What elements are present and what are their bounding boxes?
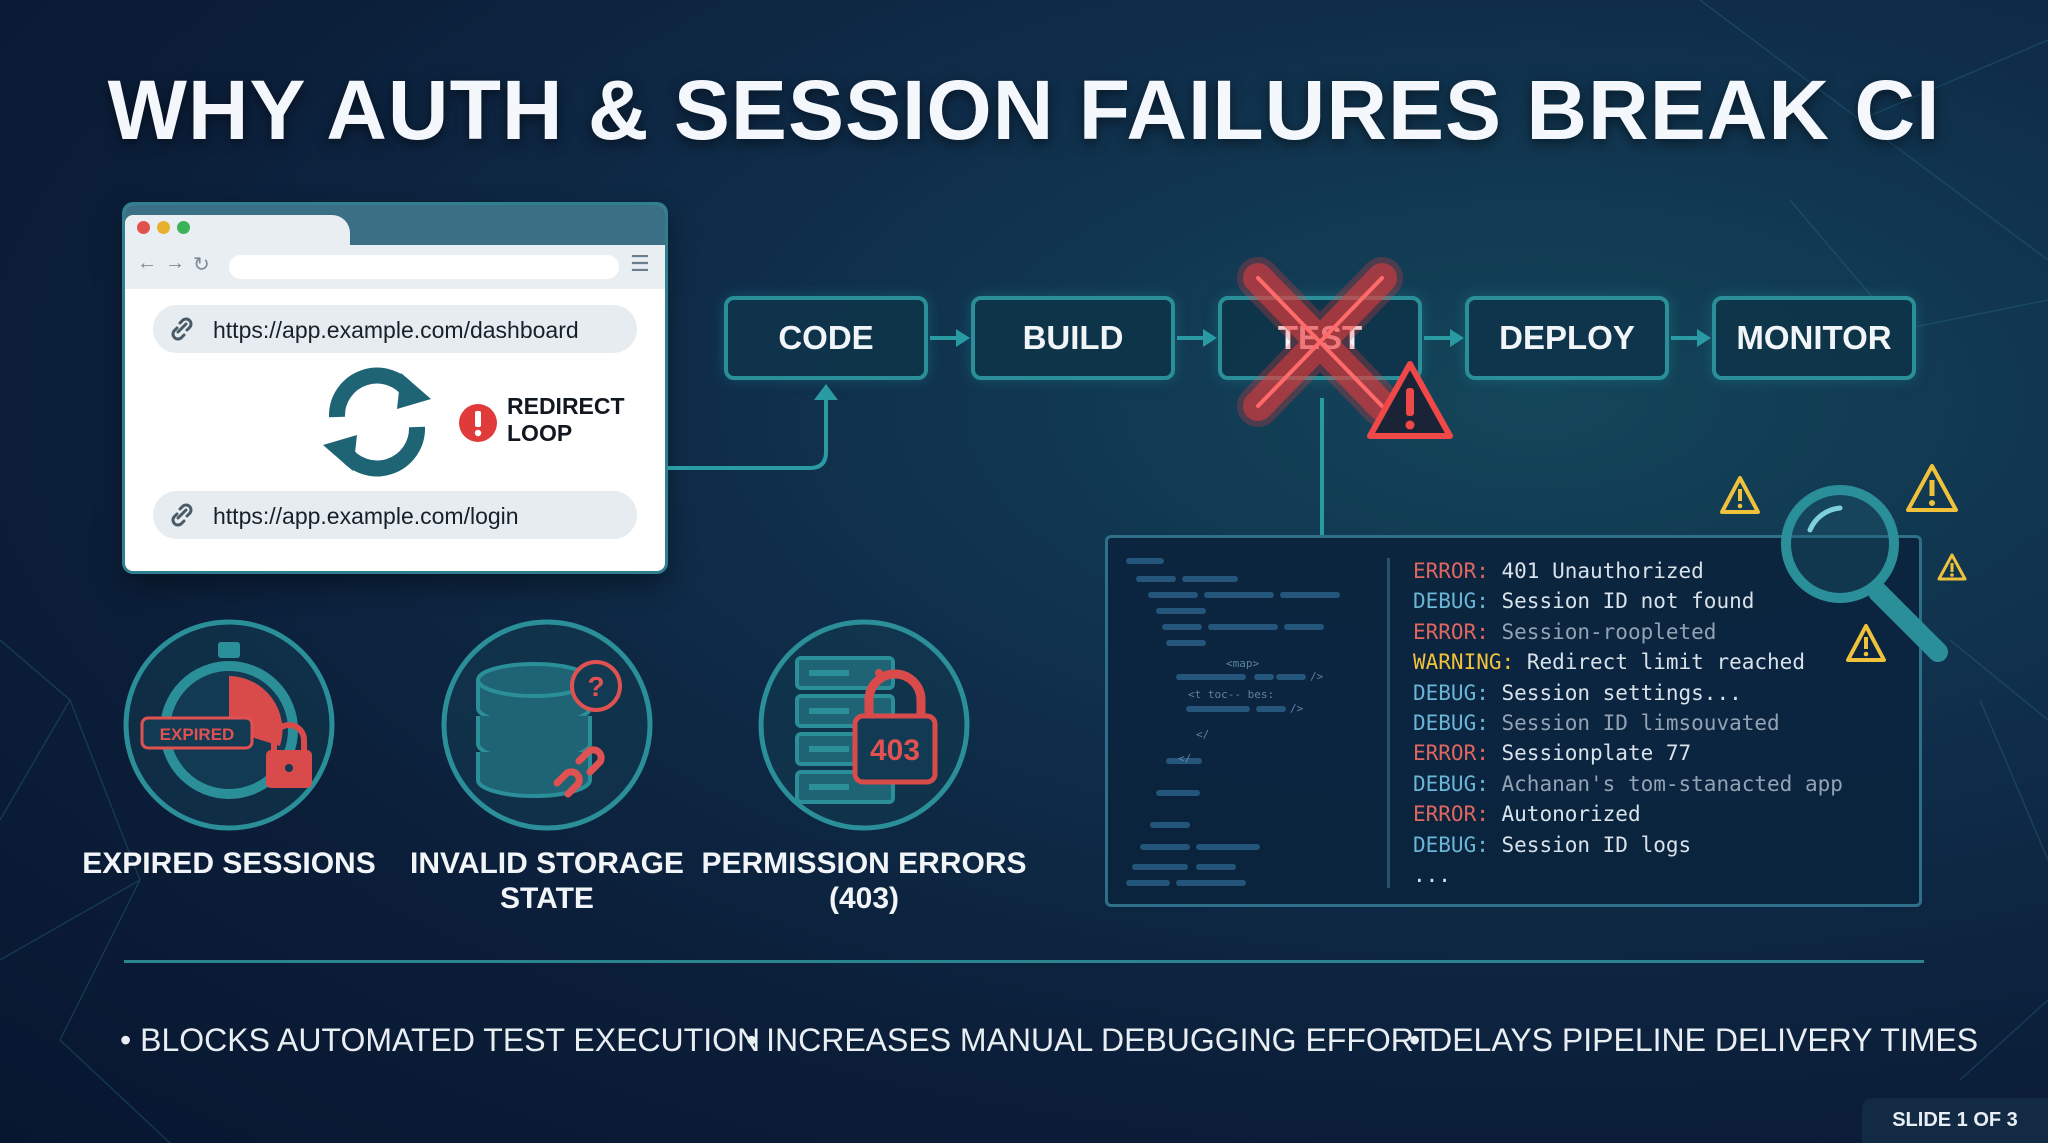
pipeline-stage-code: CODE [724,296,928,380]
redirect-loop-icon [323,367,431,477]
code-snippet: /> [1290,702,1304,715]
log-ellipsis: ... [1413,863,1451,888]
url-pill-dashboard: https://app.example.com/dashboard [153,305,637,353]
link-icon [171,503,193,527]
slide-indicator: SLIDE 1 OF 3 [1862,1098,2048,1143]
log-line: ERROR: 401 Unauthorized [1413,559,1704,583]
link-icon [171,317,193,341]
pipeline-stage-monitor: MONITOR [1712,296,1916,380]
bullet-blocks-tests: • BLOCKS AUTOMATED TEST EXECUTION [120,1022,761,1058]
error-alert-icon [459,404,497,442]
failure-x-icon [1237,257,1403,427]
section-divider [124,960,1924,963]
minimize-dot-icon [157,221,170,234]
warning-icon [1906,464,1958,512]
expired-session-icon: EXPIRED [123,619,335,831]
page-title: WHY AUTH & SESSION FAILURES BREAK CI [107,63,1941,157]
warning-triangle-icon [1367,361,1453,439]
log-panel: <map> <t toc-- bes: /> /> </ </ ERROR: 4… [1105,535,1922,907]
code-snippet: /> [1310,670,1324,683]
back-arrow-icon: ← [137,252,157,274]
code-snippet: <t toc-- bes: [1188,688,1274,701]
log-line: DEBUG: Session ID logs [1413,832,1692,857]
code-editor-pane: <map> <t toc-- bes: /> /> </ </ [1126,558,1340,886]
close-dot-icon [137,221,150,234]
permission-error-icon: 403 [758,619,970,831]
code-snippet: </ [1178,752,1191,765]
log-lines: ERROR: 401 Unauthorized DEBUG: Session I… [1413,556,1843,890]
warning-icon [1937,553,1967,581]
bullet-delays-pipeline: • DELAYS PIPELINE DELIVERY TIMES [1409,1022,1979,1058]
log-line: WARNING: Redirect limit reached [1413,650,1805,675]
log-line: ERROR: Autonorized [1413,802,1641,827]
label-expired-sessions: EXPIRED SESSIONS [82,847,376,880]
url-text-dashboard: https://app.example.com/dashboard [213,317,579,343]
pipeline-stage-deploy: DEPLOY [1465,296,1669,380]
svg-text:?: ? [587,671,604,702]
reload-icon: ↻ [193,254,210,276]
log-line: DEBUG: Session ID not found [1413,589,1755,614]
forward-arrow-icon: → [165,252,185,274]
log-line: ERROR: Sessionplate 77 [1413,741,1692,766]
label-permission-errors: PERMISSION ERRORS (403) [701,847,1027,915]
address-bar [229,255,619,279]
log-line: DEBUG: Session settings... [1413,680,1742,705]
pipeline-stage-build: BUILD [971,296,1175,380]
log-divider [1387,558,1390,888]
code-snippet: <map> [1226,657,1259,670]
invalid-storage-icon: ? [441,619,653,831]
code-snippet: </ [1196,728,1209,741]
bullet-increases-debugging: • INCREASES MANUAL DEBUGGING EFFORT [746,1022,1433,1058]
log-line: DEBUG: Session ID limsouvated [1413,711,1780,736]
maximize-dot-icon [177,221,190,234]
warning-icon [1720,476,1760,514]
label-invalid-storage-state: INVALID STORAGE STATE [410,847,684,915]
redirect-loop-label: REDIRECT LOOP [507,393,625,446]
warning-icon [1846,624,1886,662]
url-pill-login: https://app.example.com/login [153,491,637,539]
log-line: DEBUG: Achanan's tom-stanacted app [1413,771,1843,796]
hamburger-menu-icon: ☰ [630,251,650,276]
browser-window: ← → ↻ ☰ https://app.example.com/dashboar… [125,205,665,571]
403-badge: 403 [870,734,920,767]
expired-badge: EXPIRED [160,725,235,744]
magnifier-icon [1781,485,1948,662]
log-line: ERROR: Session-roopleted [1413,619,1717,644]
url-text-login: https://app.example.com/login [213,503,519,529]
